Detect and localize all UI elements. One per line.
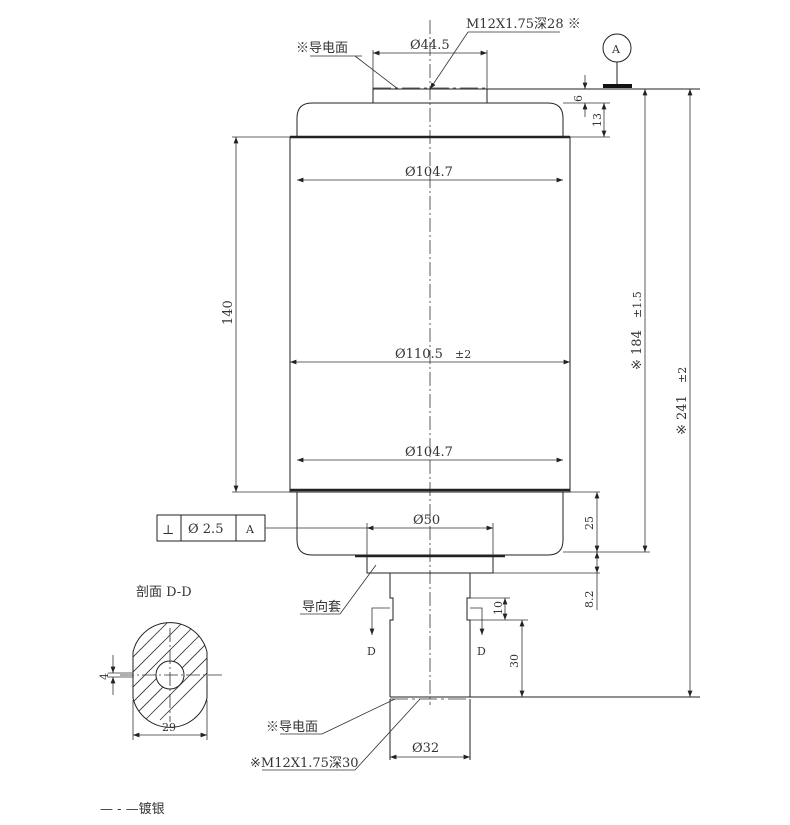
datum-a: A: [602, 33, 632, 88]
section-mark-left: D: [367, 645, 376, 658]
top-cap: Ø44.5: [372, 38, 700, 104]
body-length: 140: [221, 300, 236, 325]
length-184: ※ 184: [630, 330, 645, 370]
svg-text:±1.5: ±1.5: [631, 291, 644, 318]
svg-text:A: A: [245, 523, 255, 536]
svg-text:Ø 2.5: Ø 2.5: [188, 522, 223, 537]
flange-diameter: Ø50: [413, 513, 440, 528]
length-241: ※ 241: [675, 395, 690, 435]
svg-text:4: 4: [98, 673, 111, 680]
shaft: [389, 573, 471, 697]
perpendicularity-frame: ⊥ Ø 2.5 A: [156, 514, 367, 542]
bottom-thread-label: ※M12X1.75深30: [250, 756, 359, 771]
svg-text:6: 6: [572, 95, 585, 102]
rod-diameter: Ø32: [412, 741, 439, 756]
svg-text:30: 30: [508, 654, 521, 668]
body-dia-mid: Ø110.5: [395, 347, 443, 362]
svg-text:13: 13: [591, 113, 604, 127]
svg-text:8.2: 8.2: [583, 591, 596, 609]
body-dia-top: Ø104.7: [405, 165, 453, 180]
svg-text:25: 25: [583, 516, 596, 530]
svg-text:±2: ±2: [676, 367, 689, 383]
top-surface-label: ※导电面: [296, 41, 348, 56]
body-dia-bot: Ø104.7: [405, 445, 453, 460]
svg-text:±2: ±2: [455, 348, 471, 361]
cap-diameter: Ø44.5: [410, 38, 450, 53]
section-mark-right: D: [477, 645, 486, 658]
top-thread-label: M12X1.75深28 ※: [466, 17, 581, 32]
svg-text:10: 10: [492, 601, 505, 615]
body: [289, 102, 571, 574]
svg-text:A: A: [611, 43, 621, 56]
legend-silver-plating: — - —镀银: [100, 801, 165, 817]
section-view: 29 4: [98, 622, 222, 740]
section-title: 剖面 D-D: [136, 585, 192, 600]
svg-text:29: 29: [162, 721, 176, 734]
guide-sleeve-label: 导向套: [302, 599, 341, 615]
bottom-surface-label: ※导电面: [266, 720, 318, 735]
svg-text:⊥: ⊥: [162, 523, 174, 538]
